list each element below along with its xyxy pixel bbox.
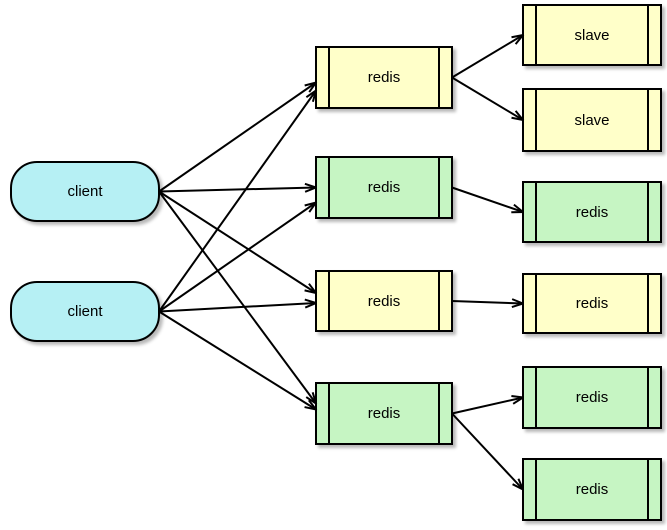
node-redis-master-4: redis: [315, 382, 453, 445]
node-slave-2: slave: [522, 88, 662, 152]
edge-arrow-client1-master2: [158, 188, 316, 192]
node-redis-replica-3: redis: [522, 181, 662, 243]
node-slave-1: slave: [522, 4, 662, 66]
node-label: redis: [575, 389, 609, 406]
node-redis-master-3: redis: [315, 270, 453, 332]
edge-arrow-client2-master1: [158, 91, 316, 313]
node-client-2: client: [10, 281, 160, 342]
edge-arrow-client2-master4: [158, 310, 316, 410]
node-label: redis: [367, 405, 401, 422]
edge-arrow-master3-replica4: [451, 301, 523, 304]
edge-arrow-client1-master3: [158, 190, 316, 294]
node-label: redis: [367, 69, 401, 86]
edge-arrow-master4-replica5: [451, 398, 523, 415]
edge-arrow-client2-master2: [158, 203, 316, 313]
edge-arrow-master2-replica3: [451, 186, 523, 213]
node-label: client: [67, 303, 103, 320]
node-redis-master-2: redis: [315, 156, 453, 219]
node-label: slave: [574, 111, 610, 129]
edge-arrow-client2-master3: [158, 303, 316, 313]
node-label: client: [67, 183, 103, 200]
node-label: redis: [575, 203, 609, 221]
node-redis-replica-6: redis: [522, 458, 662, 521]
edge-arrow-master1-replica1: [451, 35, 523, 79]
node-redis-replica-4: redis: [522, 273, 662, 334]
node-label: redis: [575, 295, 609, 312]
node-label: redis: [575, 481, 609, 498]
node-label: redis: [367, 179, 401, 196]
node-client-1: client: [10, 161, 160, 222]
edge-arrow-master4-replica6: [451, 412, 523, 490]
node-label: redis: [367, 292, 401, 310]
node-label: slave: [574, 26, 610, 44]
edge-arrow-client1-master4: [158, 190, 316, 404]
edge-arrow-master1-replica2: [451, 76, 523, 121]
node-redis-replica-5: redis: [522, 366, 662, 429]
edge-arrow-client1-master1: [158, 83, 316, 193]
node-redis-master-1: redis: [315, 46, 453, 109]
